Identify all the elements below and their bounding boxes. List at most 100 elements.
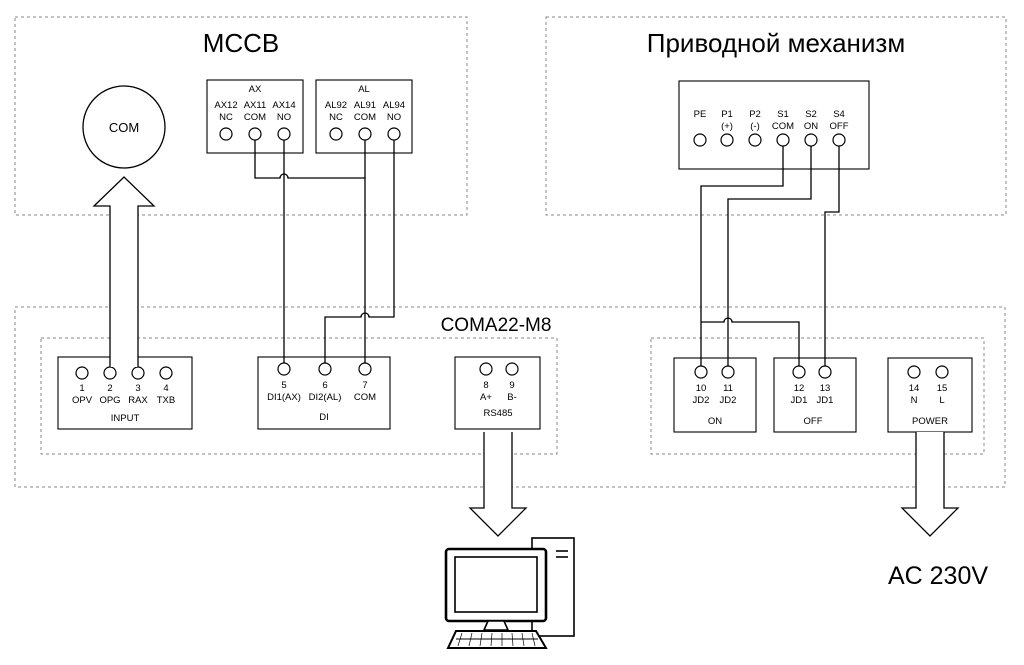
drive-terminal-top: P2 [749,109,761,120]
di-terminal-name: DI1(AX) [267,392,301,403]
wire-s2-on11 [727,146,812,366]
mccb-title: MCCB [203,28,280,58]
mccb-com-circle [82,85,166,169]
mccb-com-label: COM [109,120,139,135]
coma-right-group [650,337,985,455]
computer-icon [444,537,575,649]
input-block: 1 2 3 4 OPV OPG RAX TXB INPUT [57,356,193,430]
input-terminal-name: OPG [99,395,120,406]
terminal-s1 [776,133,790,147]
power-block-label: POWER [912,416,948,427]
drive-wiring [700,146,840,366]
terminal-8 [479,362,493,376]
supply-label: AC 230V [888,562,988,590]
off-terminal-number: 12 [794,383,805,394]
al-terminal-bottom: COM [354,112,376,123]
drive-terminal-bottom: OFF [830,121,849,132]
input-terminal-number: 3 [135,383,140,394]
wire-on-off-bridge [701,317,800,366]
terminal-11 [721,365,735,379]
drive-terminal-top: S1 [777,109,789,120]
di-block-label: DI [319,412,329,423]
ax-terminal-bottom: NC [219,112,233,123]
terminal-7 [358,362,372,376]
input-terminal-number: 4 [163,383,168,394]
terminal-al91 [358,127,372,141]
ax-terminal-top: AX11 [244,100,267,111]
di-terminal-number: 5 [281,380,286,391]
ax-terminal-top: AX12 [214,100,237,111]
di-terminal-number: 6 [322,380,327,391]
coma-title: COMA22-M8 [441,315,552,336]
al-terminal-bottom: NC [329,112,343,123]
di-terminal-name: COM [354,392,376,403]
terminal-al94 [387,127,401,141]
off-terminal-number: 13 [820,383,831,394]
terminal-12 [792,365,806,379]
off-block-label: OFF [804,416,823,427]
drive-title: Приводной механизм [647,28,905,58]
terminal-2 [103,366,117,380]
terminal-14 [907,365,921,379]
al-terminal-top: AL94 [383,100,405,111]
di-terminal-name: DI2(AL) [309,392,342,403]
input-terminal-name: RAX [128,395,148,406]
terminal-13 [818,365,832,379]
di-block: 5 6 7 DI1(AX) DI2(AL) COM DI [257,356,391,430]
drive-terminal-bottom: COM [772,121,794,132]
terminal-9 [505,362,519,376]
on-terminal-number: 11 [723,383,733,394]
on-terminal-name: JD2 [720,395,737,406]
ax-terminal-top: AX14 [272,100,295,111]
wire-al94-di2 [324,140,395,363]
terminal-s4 [832,133,846,147]
rs485-terminal-number: 9 [509,380,514,391]
terminal-p1 [720,133,734,147]
terminal-ax14 [277,127,291,141]
drive-terminal-top: P1 [721,109,733,120]
rs485-terminal-number: 8 [483,380,488,391]
drive-terminal-bottom: (-) [750,121,760,132]
rs485-block: 8 9 A+ B- RS485 [454,356,541,430]
off-terminal-name: JD1 [817,395,834,406]
drive-region [545,16,1007,216]
drive-terminal-top: PE [694,109,707,120]
al-terminal-top: AL92 [325,100,347,111]
power-terminal-name: N [911,395,918,406]
rs485-to-pc-arrow [468,432,528,537]
power-to-supply-arrow [900,432,960,537]
power-block: 14 15 N L POWER [887,357,973,433]
rs485-block-label: RS485 [483,408,512,419]
terminal-al92 [329,127,343,141]
power-terminal-number: 15 [937,383,948,394]
ax-terminal-bottom: COM [244,112,266,123]
coma-left-group [40,337,558,455]
drive-terminal-block: PE P1 P2 S1 S2 S4 (+) (-) COM ON OFF [678,80,870,170]
terminal-5 [277,362,291,376]
al-header: AL [358,84,370,95]
terminal-ax12 [219,127,233,141]
terminal-4 [159,366,173,380]
off-terminal-name: JD1 [791,395,808,406]
mccb-region [14,16,468,216]
on-block: 10 11 JD2 JD2 ON [673,357,757,433]
al-terminal-top: AL91 [354,100,376,111]
terminal-1 [75,366,89,380]
rs485-terminal-name: B- [507,392,517,403]
power-terminal-name: L [939,395,944,406]
input-terminal-number: 1 [79,383,84,394]
input-to-com-arrow [92,176,156,367]
drive-terminal-bottom: ON [804,121,818,132]
drive-terminal-bottom: (+) [721,121,733,132]
terminal-p2 [748,133,762,147]
al-block: AL AL92 AL91 AL94 NC COM NO [315,79,413,154]
power-terminal-number: 14 [909,383,920,394]
drive-terminal-top: S2 [805,109,817,120]
di-terminal-number: 7 [362,380,367,391]
terminal-ax11 [248,127,262,141]
terminal-3 [131,366,145,380]
input-terminal-name: OPV [72,395,93,406]
input-terminal-number: 2 [107,383,112,394]
mccb-wiring [254,140,395,363]
